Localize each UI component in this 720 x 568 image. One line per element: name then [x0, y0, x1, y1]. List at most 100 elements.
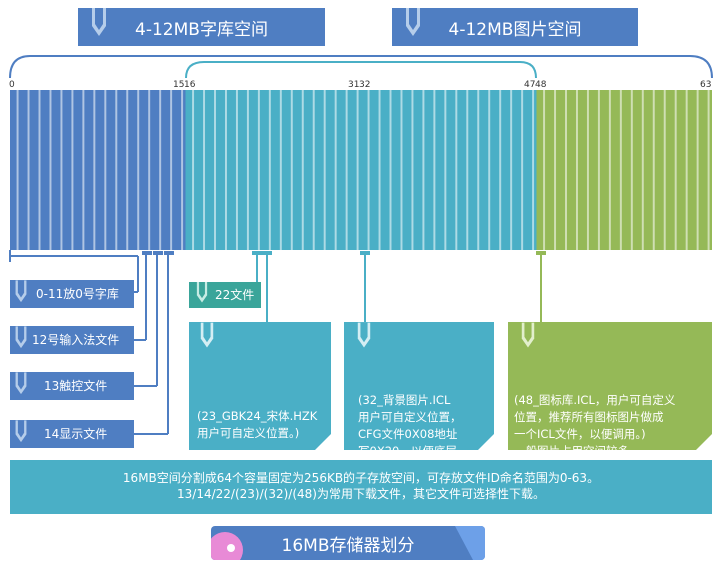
slot-9 [115, 90, 118, 250]
desc-slot-23: (23_GBK24_宋体.HZK 用户可自定义位置。) [189, 322, 331, 450]
slot-6 [82, 90, 85, 250]
slot-23 [268, 90, 271, 250]
summary-box: 16MB空间分割成64个容量固定为256KB的子存放空间，可存放文件ID命名范围… [10, 460, 712, 514]
slot-42 [477, 90, 480, 250]
slot-57 [641, 90, 644, 250]
label-slot-13: 13触控文件 [10, 372, 134, 400]
slot-33 [378, 90, 381, 250]
tick-16: 16 [184, 80, 196, 90]
footer-title: 16MB存储器划分 [281, 535, 415, 556]
slot-59 [663, 90, 666, 250]
desc-slot-32: (32_背景图片.ICL 用户可自定义位置， CFG文件0X08地址 写0X20… [344, 322, 494, 475]
chevron-down-icon [15, 372, 27, 395]
slot-51 [575, 90, 578, 250]
slot-18 [214, 90, 216, 250]
slot-40 [455, 90, 458, 250]
chevron-down-icon [196, 282, 208, 303]
slot-61 [685, 90, 688, 250]
label-slot-14: 14显示文件 [10, 420, 134, 448]
slot-52 [586, 90, 589, 250]
image-slot-group [185, 90, 537, 250]
slot-16 [192, 90, 195, 250]
slot-11 [137, 90, 140, 250]
chevron-down-icon [92, 8, 106, 36]
slot-26 [301, 90, 304, 250]
tick-31: 31 [348, 80, 360, 90]
label-slot-22-text: 22文件 [215, 288, 255, 302]
desc-slot-48: (48_图标库.ICL，用户可自定义 位置，推荐所有图标图片做成 一个ICL文件… [508, 322, 712, 475]
label-slot-22: 22文件 [189, 282, 261, 308]
desc-slot-23-text: (23_GBK24_宋体.HZK 用户可自定义位置。) [197, 409, 318, 440]
fold-corner [478, 434, 494, 450]
summary-line-1: 16MB空间分割成64个容量固定为256KB的子存放空间，可存放文件ID命名范围… [122, 471, 600, 485]
tick-32: 32 [359, 80, 371, 90]
fold-corner [315, 434, 331, 450]
slot-10 [126, 90, 129, 250]
label-slot-12: 12号输入法文件 [10, 326, 134, 354]
slot-4 [60, 90, 63, 250]
slot-30 [345, 90, 348, 250]
slot-62 [696, 90, 699, 250]
slot-53 [597, 90, 600, 250]
chevron-down-icon [15, 280, 27, 303]
slot-17 [203, 90, 206, 250]
slot-2 [38, 90, 41, 250]
slot-14 [170, 90, 173, 250]
tick-47: 47 [524, 80, 536, 90]
slot-63 [707, 90, 710, 250]
label-slot-0-11: 0-11放0号字库 [10, 280, 134, 308]
slot-46 [521, 90, 524, 250]
slot-19 [224, 90, 227, 250]
slot-49 [554, 90, 557, 250]
footer-title-banner: 16MB存储器划分 [211, 526, 485, 560]
slot-32 [367, 90, 370, 250]
slot-34 [389, 90, 392, 250]
label-slot-12-text: 12号输入法文件 [32, 333, 120, 347]
label-slot-0-11-text: 0-11放0号字库 [36, 287, 119, 301]
slot-22 [257, 90, 260, 250]
slot-41 [466, 90, 469, 250]
slot-27 [312, 90, 315, 250]
summary-line-2: 13/14/22/(23)/(32)/(48)为常用下载文件，其它文件可选择性下… [177, 487, 545, 501]
slot-20 [235, 90, 238, 250]
chevron-down-icon [15, 420, 27, 443]
slot-25 [290, 90, 293, 250]
slot-0 [16, 90, 19, 250]
slot-13 [159, 90, 162, 250]
slot-50 [565, 90, 567, 250]
slot-36 [411, 90, 414, 250]
slot-31 [356, 90, 359, 250]
slot-12 [148, 90, 151, 250]
chevron-down-icon [15, 326, 27, 349]
slot-7 [93, 90, 96, 250]
slot-44 [499, 90, 502, 250]
slot-54 [608, 90, 611, 250]
banner-accent-shape [455, 526, 485, 560]
slot-5 [71, 90, 74, 250]
slot-15 [181, 90, 184, 250]
image-space-title: 4-12MB图片空间 [448, 19, 582, 40]
image-space-header: 4-12MB图片空间 [392, 8, 638, 46]
slot-58 [652, 90, 655, 250]
slot-38 [433, 90, 436, 250]
pink-disc-icon [211, 532, 243, 560]
chevron-down-icon [406, 8, 420, 36]
slot-60 [674, 90, 677, 250]
font-space-title: 4-12MB字库空间 [135, 19, 268, 40]
fold-corner [696, 434, 712, 450]
label-slot-13-text: 13触控文件 [44, 379, 108, 393]
slot-29 [334, 90, 337, 250]
slot-39 [444, 90, 447, 250]
slot-37 [422, 90, 425, 250]
tick-15: 15 [173, 80, 185, 90]
slot-3 [49, 90, 52, 250]
slot-45 [510, 90, 513, 250]
slot-1 [27, 90, 30, 250]
chevron-down-icon [357, 322, 371, 348]
label-slot-14-text: 14显示文件 [44, 427, 108, 441]
slot-21 [246, 90, 249, 250]
slot-56 [630, 90, 633, 250]
slot-47 [532, 90, 535, 250]
